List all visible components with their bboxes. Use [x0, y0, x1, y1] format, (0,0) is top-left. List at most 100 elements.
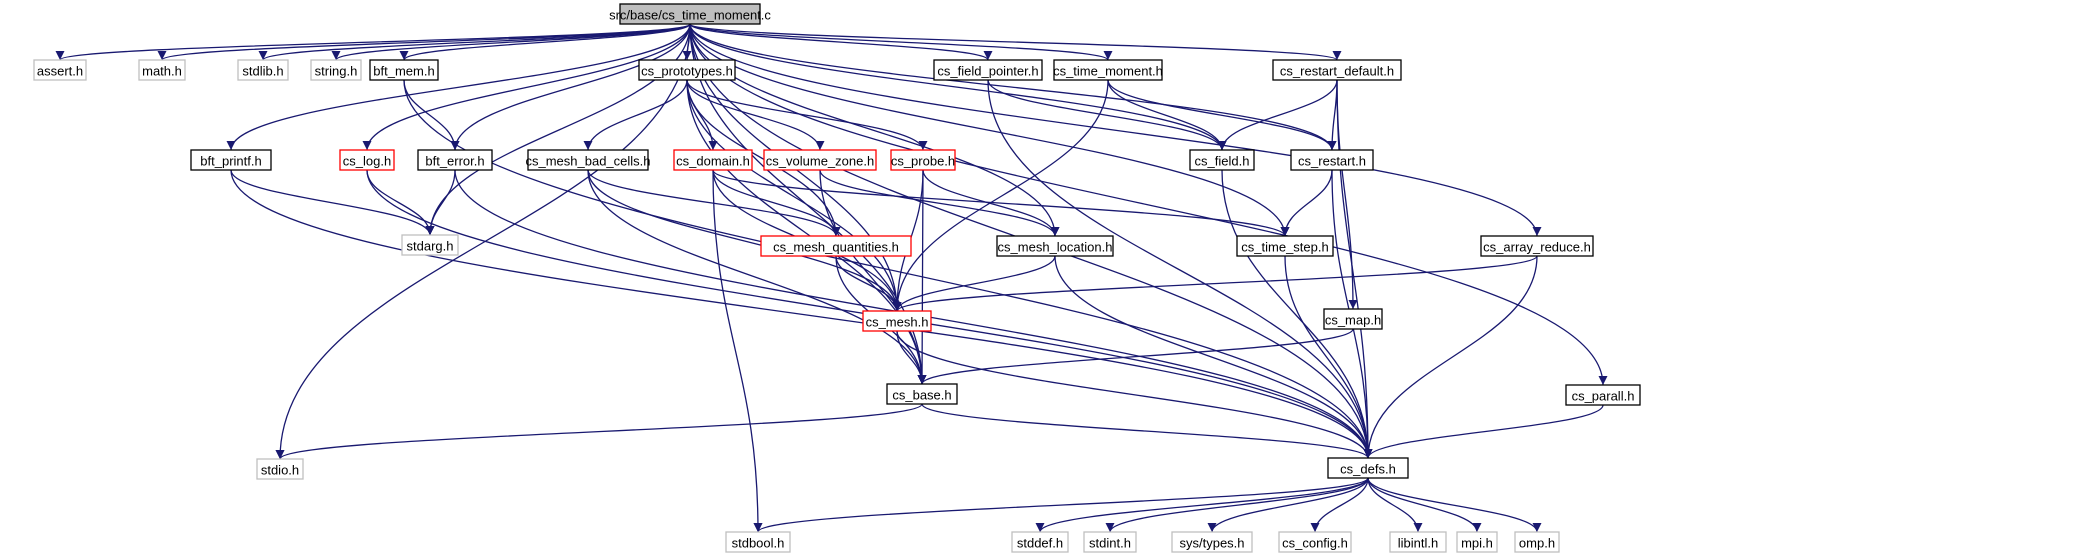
node-cs-parall[interactable]: cs_parall.h [1565, 384, 1641, 406]
node-label: stdbool.h [732, 536, 785, 551]
edge-cs_prototypes-to-cs_mesh_quantities [686, 79, 841, 237]
edge-cs_defs-to-stdint [1105, 477, 1369, 533]
node-box [417, 149, 493, 171]
edge [587, 169, 902, 312]
edge-root-to-string [331, 23, 691, 61]
node-box [763, 149, 877, 171]
edge-cs_mesh-to-cs_defs [896, 330, 1373, 459]
node-box [138, 59, 186, 81]
edge [896, 330, 1373, 459]
edge [1221, 169, 1373, 459]
edge-cs_field-to-cs_defs [1221, 169, 1373, 459]
edge [258, 23, 691, 61]
edge [753, 477, 1369, 533]
node-label: stddef.h [1017, 536, 1063, 551]
node-cs-domain[interactable]: cs_domain.h [673, 149, 753, 171]
node-cs-time-moment-h[interactable]: cs_time_moment.h [1053, 59, 1163, 81]
node-cs-base[interactable]: cs_base.h [886, 383, 958, 405]
node-label: libintl.h [1398, 536, 1438, 551]
edge-bft_printf-to-cs_defs [230, 169, 1373, 459]
edge [712, 169, 841, 237]
edge-cs_time_moment_h-to-cs_mesh [892, 79, 1109, 312]
edge [987, 79, 1227, 151]
node-bft-error[interactable]: bft_error.h [417, 149, 493, 171]
edge-cs_defs-to-libintl [1367, 477, 1423, 533]
node-cs-prototypes[interactable]: cs_prototypes.h [638, 59, 736, 81]
node-box [1323, 308, 1383, 330]
node-box [1389, 531, 1447, 553]
node-cs-array-reduce[interactable]: cs_array_reduce.h [1480, 235, 1594, 257]
node-box [1480, 235, 1594, 257]
edge-cs_base-to-stdio [275, 403, 923, 460]
node-label: cs_probe.h [891, 154, 955, 169]
edge-cs_prototypes-to-cs_mesh [686, 79, 902, 312]
edge [689, 23, 1542, 237]
node-bft-mem[interactable]: bft_mem.h [369, 59, 439, 81]
edge-root-to-cs_restart_default [689, 23, 1342, 61]
node-label: cs_mesh_quantities.h [773, 240, 899, 255]
node-label: bft_mem.h [373, 64, 434, 79]
edge [819, 169, 927, 385]
node-label: assert.h [37, 64, 83, 79]
node-label: cs_domain.h [676, 154, 750, 169]
node-cs-probe[interactable]: cs_probe.h [890, 149, 956, 171]
edge-cs_time_moment_h-to-cs_restart [1107, 79, 1337, 151]
node-cs-log[interactable]: cs_log.h [339, 149, 395, 171]
node-bft-printf[interactable]: bft_printf.h [190, 149, 272, 171]
nodes-layer: src/base/cs_time_moment.c assert.h math.h s… [33, 3, 1641, 553]
edge [1217, 79, 1338, 151]
node-box [310, 59, 362, 81]
edge-cs_defs-to-mpi [1367, 477, 1482, 533]
node-cs-mesh-quantities[interactable]: cs_mesh_quantities.h [760, 235, 912, 257]
node-label: cs_mesh_bad_cells.h [525, 154, 650, 169]
edge [921, 403, 1373, 459]
node-label: stdlib.h [242, 64, 283, 79]
node-cs-mesh-location[interactable]: cs_mesh_location.h [996, 235, 1114, 257]
node-cs-defs[interactable]: cs_defs.h [1327, 457, 1409, 479]
node-box [760, 235, 912, 257]
edge [1336, 79, 1358, 310]
node-label: stdio.h [261, 463, 299, 478]
edge-cs_time_moment_h-to-cs_field [1107, 79, 1227, 151]
edge [1284, 255, 1373, 459]
node-stdarg: stdarg.h [401, 234, 459, 256]
node-cs-restart[interactable]: cs_restart.h [1290, 149, 1374, 171]
edge [1035, 477, 1369, 533]
edge [689, 23, 1342, 61]
node-cs-field-pointer[interactable]: cs_field_pointer.h [933, 59, 1043, 81]
node-cs-time-step[interactable]: cs_time_step.h [1236, 235, 1334, 257]
node-root[interactable]: src/base/cs_time_moment.c [609, 3, 771, 25]
edge [230, 169, 435, 236]
edge [1105, 477, 1369, 533]
node-cs-mesh[interactable]: cs_mesh.h [862, 310, 932, 332]
edge [987, 79, 1373, 459]
node-cs-restart-default[interactable]: cs_restart_default.h [1272, 59, 1402, 81]
node-cs-volume-zone[interactable]: cs_volume_zone.h [763, 149, 877, 171]
node-box [1272, 59, 1402, 81]
edge [1367, 477, 1423, 533]
edge-cs_defs-to-omp [1367, 477, 1542, 533]
edge [1363, 255, 1538, 459]
node-box [673, 149, 753, 171]
node-label: cs_restart_default.h [1280, 64, 1394, 79]
edge [583, 79, 688, 151]
node-cs-map[interactable]: cs_map.h [1323, 308, 1383, 330]
edge-cs_array_reduce-to-cs_mesh [892, 255, 1538, 312]
node-label: src/base/cs_time_moment.c [609, 8, 771, 23]
edge-cs_prototypes-to-cs_volume_zone [686, 79, 825, 151]
edge [226, 23, 691, 151]
node-cs-field[interactable]: cs_field.h [1189, 149, 1255, 171]
node-label: cs_array_reduce.h [1483, 240, 1591, 255]
node-box [619, 3, 761, 25]
edge [686, 79, 841, 237]
edge [587, 169, 927, 385]
node-label: cs_base.h [892, 388, 951, 403]
edge [892, 79, 1109, 312]
node-math: math.h [138, 59, 186, 81]
node-string: string.h [310, 59, 362, 81]
edge-root-to-cs_array_reduce [689, 23, 1542, 237]
node-cs-mesh-bad-cells[interactable]: cs_mesh_bad_cells.h [525, 149, 651, 171]
node-box [1278, 531, 1352, 553]
node-systypes: sys/types.h [1171, 531, 1253, 553]
